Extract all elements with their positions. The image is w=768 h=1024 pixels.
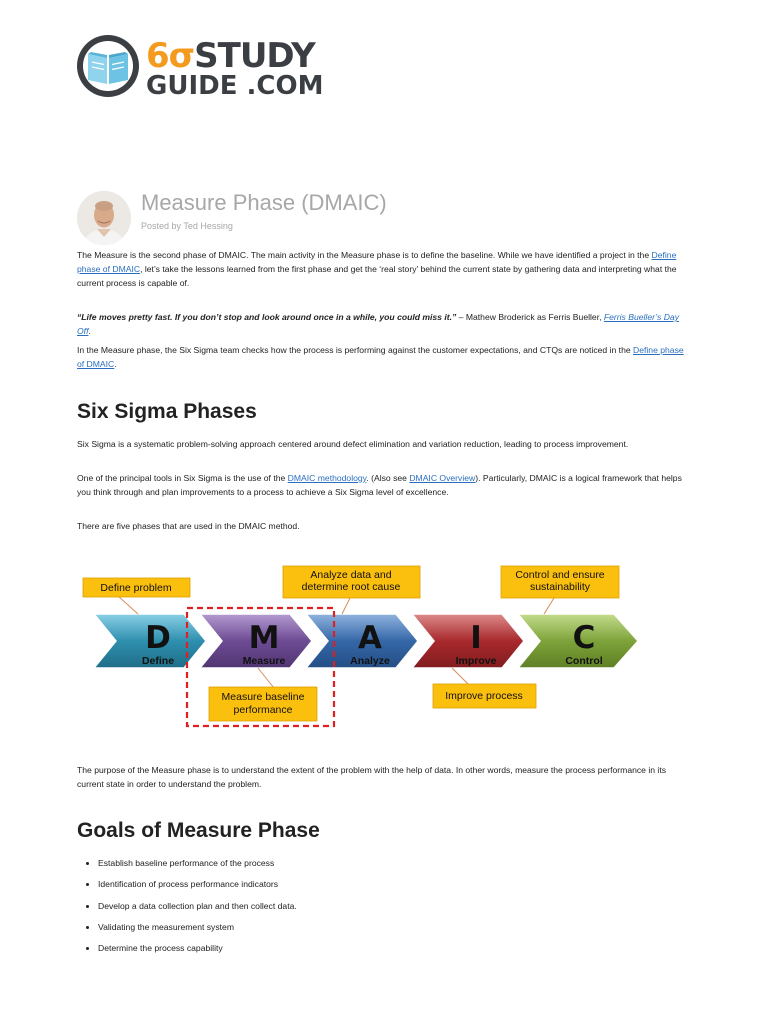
svg-text:Analyze data and: Analyze data and — [310, 569, 391, 581]
letter-c: C — [573, 620, 596, 656]
svg-text:Control and ensure: Control and ensure — [515, 569, 604, 581]
arrow-measure: M Measure — [198, 613, 313, 669]
list-item: Determine the process capability — [98, 941, 297, 962]
label-define: Define — [142, 655, 174, 667]
letter-a: A — [358, 620, 382, 656]
label-improve: Improve — [456, 655, 497, 667]
list-item: Develop a data collection plan and then … — [98, 899, 297, 920]
site-logo[interactable]: 6σSTUDY GUIDE .COM — [76, 34, 336, 101]
intro-paragraph: The Measure is the second phase of DMAIC… — [77, 250, 677, 288]
svg-text:Improve process: Improve process — [445, 690, 523, 702]
quote-paragraph: “Life moves pretty fast. If you don’t st… — [77, 312, 680, 336]
brand-name-bottom: GUIDE .COM — [146, 71, 324, 101]
arrow-define: D Define — [92, 613, 207, 669]
ferris-bueller-link[interactable]: Ferris Bueller’s Day Off — [77, 312, 680, 336]
label-analyze: Analyze — [350, 655, 390, 667]
connector-measure — [257, 667, 275, 689]
letter-d: D — [145, 620, 171, 656]
quote-text: “Life moves pretty fast. If you don’t st… — [77, 312, 457, 322]
dmaic-overview-link[interactable]: DMAIC Overview — [409, 473, 476, 483]
goals-list: Establish baseline performance of the pr… — [77, 856, 297, 962]
letter-m: M — [249, 620, 280, 656]
define-phase-link-2[interactable]: Define phase of DMAIC — [77, 345, 684, 369]
callout-measure-baseline: Measure baseline performance — [208, 686, 318, 722]
page-title: Measure Phase (DMAIC) — [141, 190, 387, 215]
measure-highlight-box — [185, 606, 336, 728]
svg-text:Measure baseline: Measure baseline — [222, 691, 305, 703]
callout-control: Control and ensure sustainability — [500, 565, 620, 599]
list-item: Validating the measurement system — [98, 920, 297, 941]
define-phase-link[interactable]: Define phase of DMAIC — [77, 250, 677, 274]
list-item: Establish baseline performance of the pr… — [98, 856, 297, 877]
svg-text:Define problem: Define problem — [100, 582, 171, 594]
dmaic-diagram: D Define M Measure A Analyze I Improve C… — [82, 565, 640, 728]
label-control: Control — [565, 655, 602, 667]
connector-define — [117, 595, 139, 615]
svg-text:sustainability: sustainability — [530, 581, 591, 593]
label-measure: Measure — [243, 655, 286, 667]
author-avatar — [77, 191, 131, 245]
svg-text:performance: performance — [234, 704, 293, 716]
svg-text:determine root cause: determine root cause — [302, 581, 401, 593]
six-sigma-phases-heading: Six Sigma Phases — [77, 400, 257, 423]
measure-paragraph: In the Measure phase, the Six Sigma team… — [77, 345, 684, 369]
book-icon — [77, 35, 139, 97]
connector-improve — [451, 667, 469, 685]
purpose-paragraph: The purpose of the Measure phase is to u… — [77, 765, 667, 789]
avatar-portrait — [77, 191, 131, 245]
goals-heading: Goals of Measure Phase — [77, 819, 320, 842]
dmaic-methodology-link[interactable]: DMAIC methodology — [287, 473, 367, 483]
letter-i: I — [470, 620, 482, 656]
arrow-analyze: A Analyze — [304, 613, 419, 669]
post-byline: Posted by Ted Hessing — [141, 221, 233, 231]
phases-paragraph-2: One of the principal tools in Six Sigma … — [77, 473, 682, 497]
list-item: Identification of process performance in… — [98, 877, 297, 898]
arrow-control: C Control — [516, 613, 640, 669]
phases-paragraph-3: There are five phases that are used in t… — [77, 521, 300, 531]
arrow-improve: I Improve — [410, 613, 525, 669]
brand-name-top: 6σSTUDY — [146, 36, 316, 76]
callout-define-problem: Define problem — [82, 577, 191, 598]
callout-analyze: Analyze data and determine root cause — [282, 565, 421, 599]
callout-improve-process: Improve process — [432, 683, 537, 709]
connector-control — [543, 597, 555, 615]
phases-paragraph-1: Six Sigma is a systematic problem-solvin… — [77, 439, 629, 449]
connector-analyze — [341, 597, 351, 615]
